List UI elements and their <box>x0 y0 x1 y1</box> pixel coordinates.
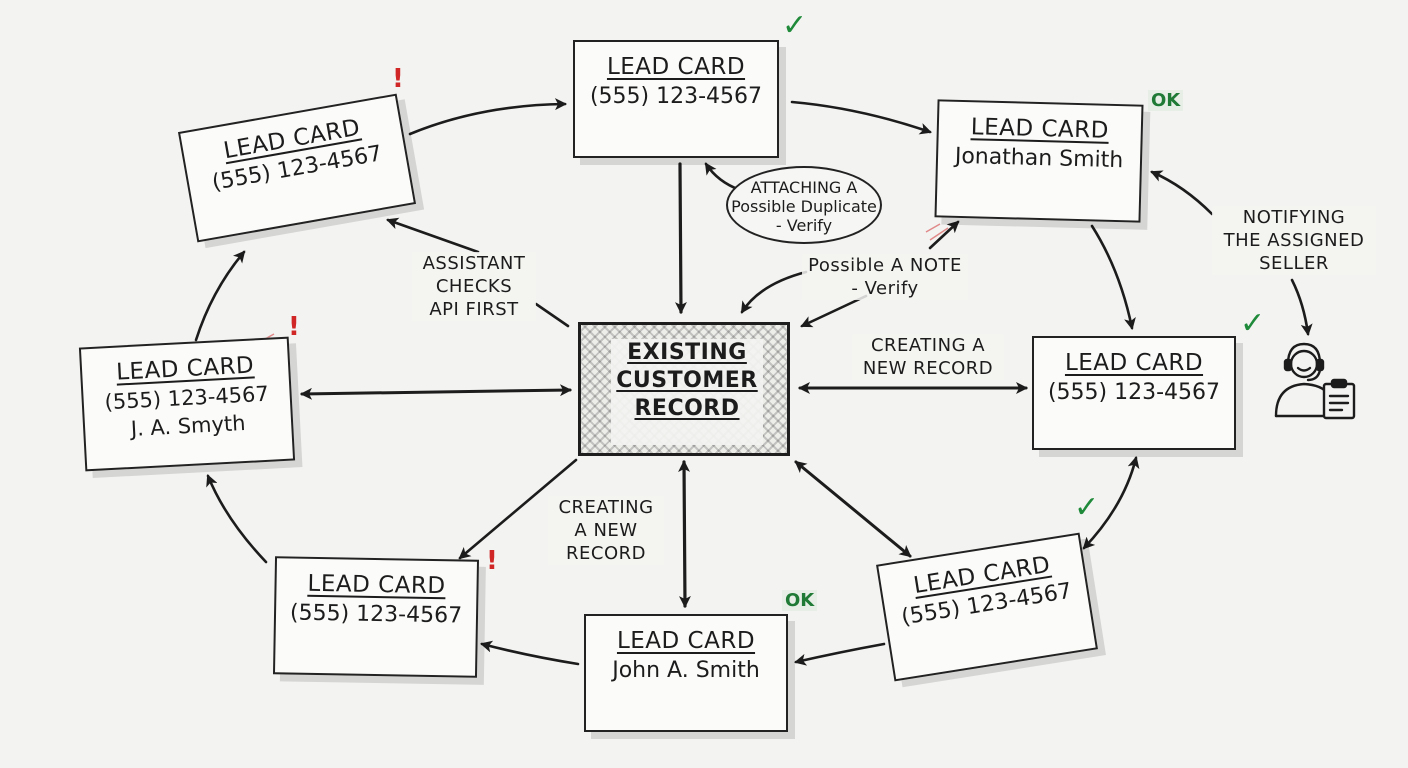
arrow-topcenter-to-topright <box>790 100 932 135</box>
lead-card-title: LEAD CARD <box>606 54 746 80</box>
lead-card-bottom-center: LEAD CARD John A. Smith <box>584 614 788 732</box>
label-creating-new-record-right: CREATING A NEW RECORD <box>852 334 1004 380</box>
arrow-hub-bottomcenter-double <box>678 460 691 608</box>
ok-badge-bottom-center: OK <box>782 590 818 611</box>
arrow-hub-midleft-double <box>300 384 572 400</box>
label-line: Possible A NOTE <box>808 255 962 276</box>
label-line: - Verify <box>775 216 833 235</box>
arrow-bottomright-midright-double <box>1082 456 1140 550</box>
lead-card-bottom-left: LEAD CARD (555) 123-4567 <box>272 556 480 678</box>
label-line: NOTIFYING <box>1242 207 1346 228</box>
warning-mark-mid-left: ! <box>288 312 300 342</box>
arrow-midleft-to-topleft <box>194 250 246 342</box>
label-line: CREATING <box>558 497 654 518</box>
label-line: CHECKS <box>435 276 513 297</box>
arrow-topleft-to-topcenter <box>408 98 567 136</box>
label-possible-note: Possible A NOTE - Verify <box>802 254 968 300</box>
arrow-topcenter-to-hub <box>674 162 687 314</box>
hub-label: EXISTING CUSTOMER RECORD <box>611 339 763 445</box>
label-line: THE ASSIGNED <box>1223 230 1365 251</box>
arrow-note-to-topright <box>928 220 960 250</box>
hub-line-1: EXISTING <box>627 340 747 365</box>
warning-mark-top-left: ! <box>392 64 404 94</box>
lead-card-phone: (555) 123-4567 <box>289 600 463 629</box>
arrow-notify-to-topright <box>1150 170 1214 216</box>
lead-card-phone: (555) 123-4567 <box>589 84 763 109</box>
lead-card-phone: (555) 123-4567 <box>1047 380 1221 405</box>
label-creating-new-record-bottom: CREATING A NEW RECORD <box>548 496 664 565</box>
label-line: A NEW <box>574 520 638 541</box>
check-icon-mid-right: ✓ <box>1240 306 1266 341</box>
lead-card-mid-right: LEAD CARD (555) 123-4567 <box>1032 336 1236 450</box>
hub-line-2: CUSTOMER <box>616 368 758 393</box>
lead-card-title: LEAD CARD <box>1064 350 1204 376</box>
warning-mark-bottom-left: ! <box>486 546 498 576</box>
arrow-hub-to-assistant <box>534 302 570 328</box>
arrow-bottomright-to-bottomcenter <box>794 642 886 666</box>
arrow-note-to-hubcorner <box>800 294 868 328</box>
label-line: - Verify <box>851 278 919 299</box>
arrow-hub-to-bottomleft <box>458 458 578 560</box>
lead-card-title: LEAD CARD <box>307 570 446 600</box>
label-line: Possible Duplicate <box>731 197 877 216</box>
label-line: CREATING A <box>870 335 986 356</box>
lead-card-top-center: LEAD CARD (555) 123-4567 <box>573 40 779 158</box>
arrow-note-to-hub <box>740 270 808 314</box>
arrow-assistant-to-topleft <box>386 217 480 254</box>
arrow-bottomcenter-to-bottomleft <box>480 640 580 666</box>
label-line: API FIRST <box>429 299 519 320</box>
seller-headset-clipboard-icon <box>1274 342 1356 420</box>
lead-card-title: LEAD CARD <box>616 628 756 654</box>
check-icon-bottom-right: ✓ <box>1074 490 1100 525</box>
lead-card-name: John A. Smith <box>612 658 760 683</box>
lead-card-mid-left: LEAD CARD (555) 123-4567 J. A. Smyth <box>78 336 296 472</box>
label-line: ASSISTANT <box>422 253 526 274</box>
label-attaching-duplicate-bubble: ATTACHING A Possible Duplicate - Verify <box>726 166 882 244</box>
arrow-hub-bottomright-double <box>794 460 912 558</box>
hub-line-3: RECORD <box>634 396 740 421</box>
label-line: SELLER <box>1259 253 1329 274</box>
lead-card-name: Jonathan Smith <box>954 143 1124 174</box>
label-line: NEW RECORD <box>862 358 994 379</box>
label-line: ATTACHING A <box>750 178 858 197</box>
check-icon-top-center: ✓ <box>782 8 808 43</box>
existing-customer-record-hub: EXISTING CUSTOMER RECORD <box>578 322 790 456</box>
arrow-bottomleft-to-midleft <box>206 474 268 564</box>
lead-card-name: J. A. Smyth <box>130 410 247 441</box>
lead-card-top-right: LEAD CARD Jonathan Smith <box>934 99 1144 223</box>
label-line: RECORD <box>566 543 646 564</box>
arrow-topright-to-midright <box>1090 224 1136 330</box>
label-notifying-seller: NOTIFYING THE ASSIGNED SELLER <box>1212 206 1376 275</box>
ok-badge-top-right: OK <box>1148 90 1184 111</box>
arrow-notify-to-seller <box>1290 278 1313 336</box>
label-assistant-checks: ASSISTANT CHECKS API FIRST <box>412 252 536 321</box>
lead-card-title: LEAD CARD <box>970 114 1110 144</box>
